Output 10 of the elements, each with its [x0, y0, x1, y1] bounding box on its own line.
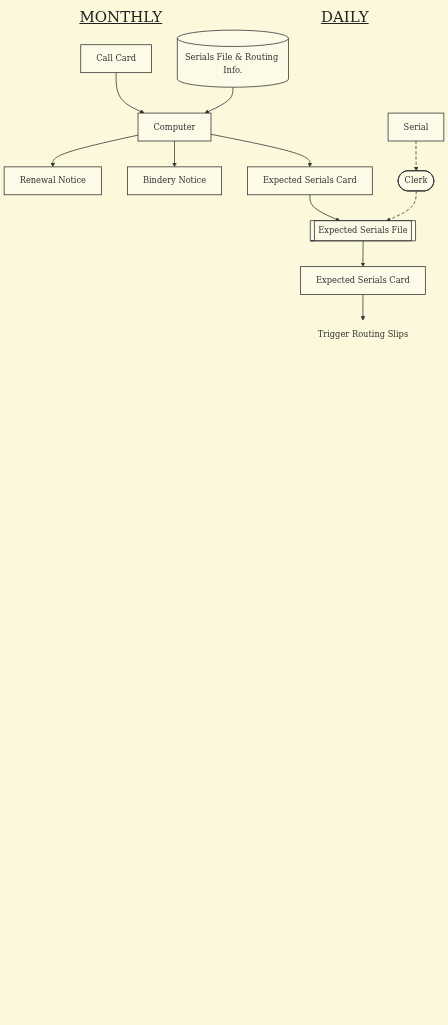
node-box: Bindery Notice — [127, 166, 222, 196]
node-box: Call Card — [80, 44, 152, 74]
node-box: Expected Serials Card — [247, 166, 373, 196]
node-box: Expected Serials Card — [300, 266, 426, 295]
node-text: Trigger Routing Slips — [317, 329, 409, 340]
node-box: Serial — [387, 112, 445, 142]
section-heading: DAILY — [320, 8, 369, 26]
node-box: Renewal Notice — [3, 166, 102, 196]
section-heading: MONTHLY — [79, 8, 163, 26]
node-box: Computer — [137, 112, 212, 142]
